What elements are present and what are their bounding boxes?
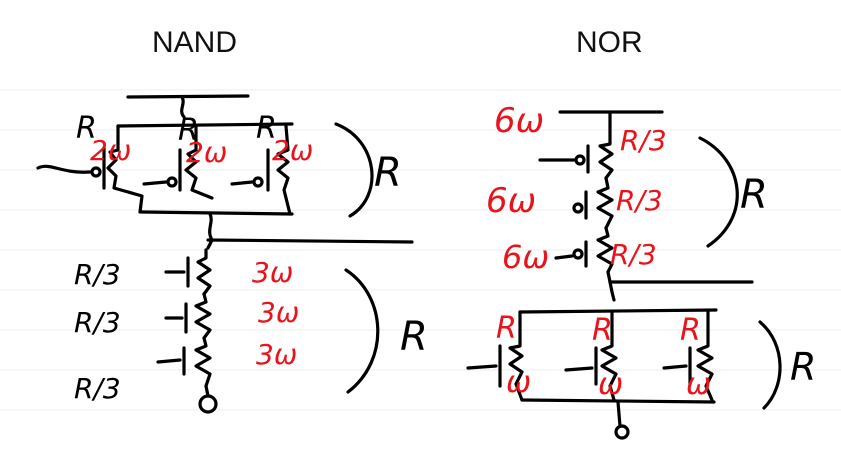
nor-title: NOR <box>576 26 643 59</box>
nand-pullup-top-bar <box>116 122 294 128</box>
nand-pulldown-label: R/3 <box>74 306 121 339</box>
nor-pulldown-transistor <box>564 310 618 402</box>
nor-pulldown-label: R <box>496 311 517 346</box>
nand-pullup-label: R <box>178 113 199 148</box>
nand-pulldown-width: 3ω <box>256 338 297 371</box>
nor-pullup-transistor <box>538 110 614 180</box>
nor-output-line <box>606 270 616 302</box>
nand-pulldown-transistor <box>164 248 212 296</box>
nand-pulldown-transistor <box>164 292 212 340</box>
nor-pullup-total: R <box>740 172 768 218</box>
nand-vdd-stub <box>180 95 186 119</box>
nand-vdd-rail <box>126 94 250 99</box>
nor-pullup-width: 6ω <box>502 238 549 276</box>
nand-output-line <box>206 212 214 250</box>
nor-pullup-label: R/3 <box>610 238 657 271</box>
nor-ground-symbol <box>614 424 630 440</box>
nor-pullup-transistor <box>554 226 614 274</box>
nor-pullup-brace <box>698 136 739 248</box>
nor-pulldown-width: ω <box>598 367 623 402</box>
nand-pullup-width: 2ω <box>272 134 313 167</box>
nand-pulldown-width: 3ω <box>252 256 293 289</box>
nor-pulldown-transistor <box>466 310 524 402</box>
nand-pullup-transistor <box>36 124 144 214</box>
nor-ground-lead <box>616 400 622 428</box>
nand-pullup-width: 2ω <box>90 134 131 167</box>
nor-pulldown-width: ω <box>506 365 531 400</box>
nand-pullup-transistor <box>142 124 214 200</box>
nand-pulldown-width: 3ω <box>258 296 299 329</box>
nand-pullup-transistor <box>230 124 292 216</box>
nor-pulldown-transistor <box>662 310 714 402</box>
nor-pullup-width: 6ω <box>494 101 544 141</box>
nor-pulldown-top-bar <box>518 308 718 314</box>
nor-pullup-label: R/3 <box>620 124 667 157</box>
nand-pulldown-label: R/3 <box>74 258 121 291</box>
nand-pullup-label: R <box>76 111 97 146</box>
nor-pulldown-label: R <box>680 313 701 348</box>
nor-pulldown-total: R <box>790 345 816 389</box>
nand-title: NAND <box>152 26 237 59</box>
nor-pullup-width: 6ω <box>486 181 536 221</box>
nand-pullup-label: R <box>256 111 277 146</box>
nand-pullup-width: 2ω <box>186 136 227 169</box>
nor-pullup-label: R/3 <box>616 184 663 217</box>
nand-circuit: R R R 2ω 2ω 2ω R R/3 R/3 R/3 3ω 3ω 3ω R <box>36 94 428 414</box>
nand-pullup-brace <box>334 122 374 218</box>
nor-pullup-transistor <box>572 176 614 230</box>
nand-ground-symbol <box>198 394 218 414</box>
nor-pulldown-brace <box>758 320 782 410</box>
nand-pulldown-label: R/3 <box>74 372 121 405</box>
nand-ground-lead <box>204 384 210 398</box>
nand-pullup-bottom-bar <box>140 210 294 216</box>
nand-pulldown-transistor <box>156 336 212 388</box>
nand-pulldown-brace <box>344 268 380 394</box>
nand-pulldown-total: R <box>400 314 428 360</box>
nor-pulldown-width: ω <box>686 367 711 402</box>
nor-circuit: 6ω 6ω 6ω R/3 R/3 R/3 R R R R ω ω ω R <box>466 101 816 440</box>
nand-pullup-total: R <box>374 150 402 196</box>
nand-output-wire <box>206 238 414 244</box>
nor-pulldown-label: R <box>592 313 613 348</box>
